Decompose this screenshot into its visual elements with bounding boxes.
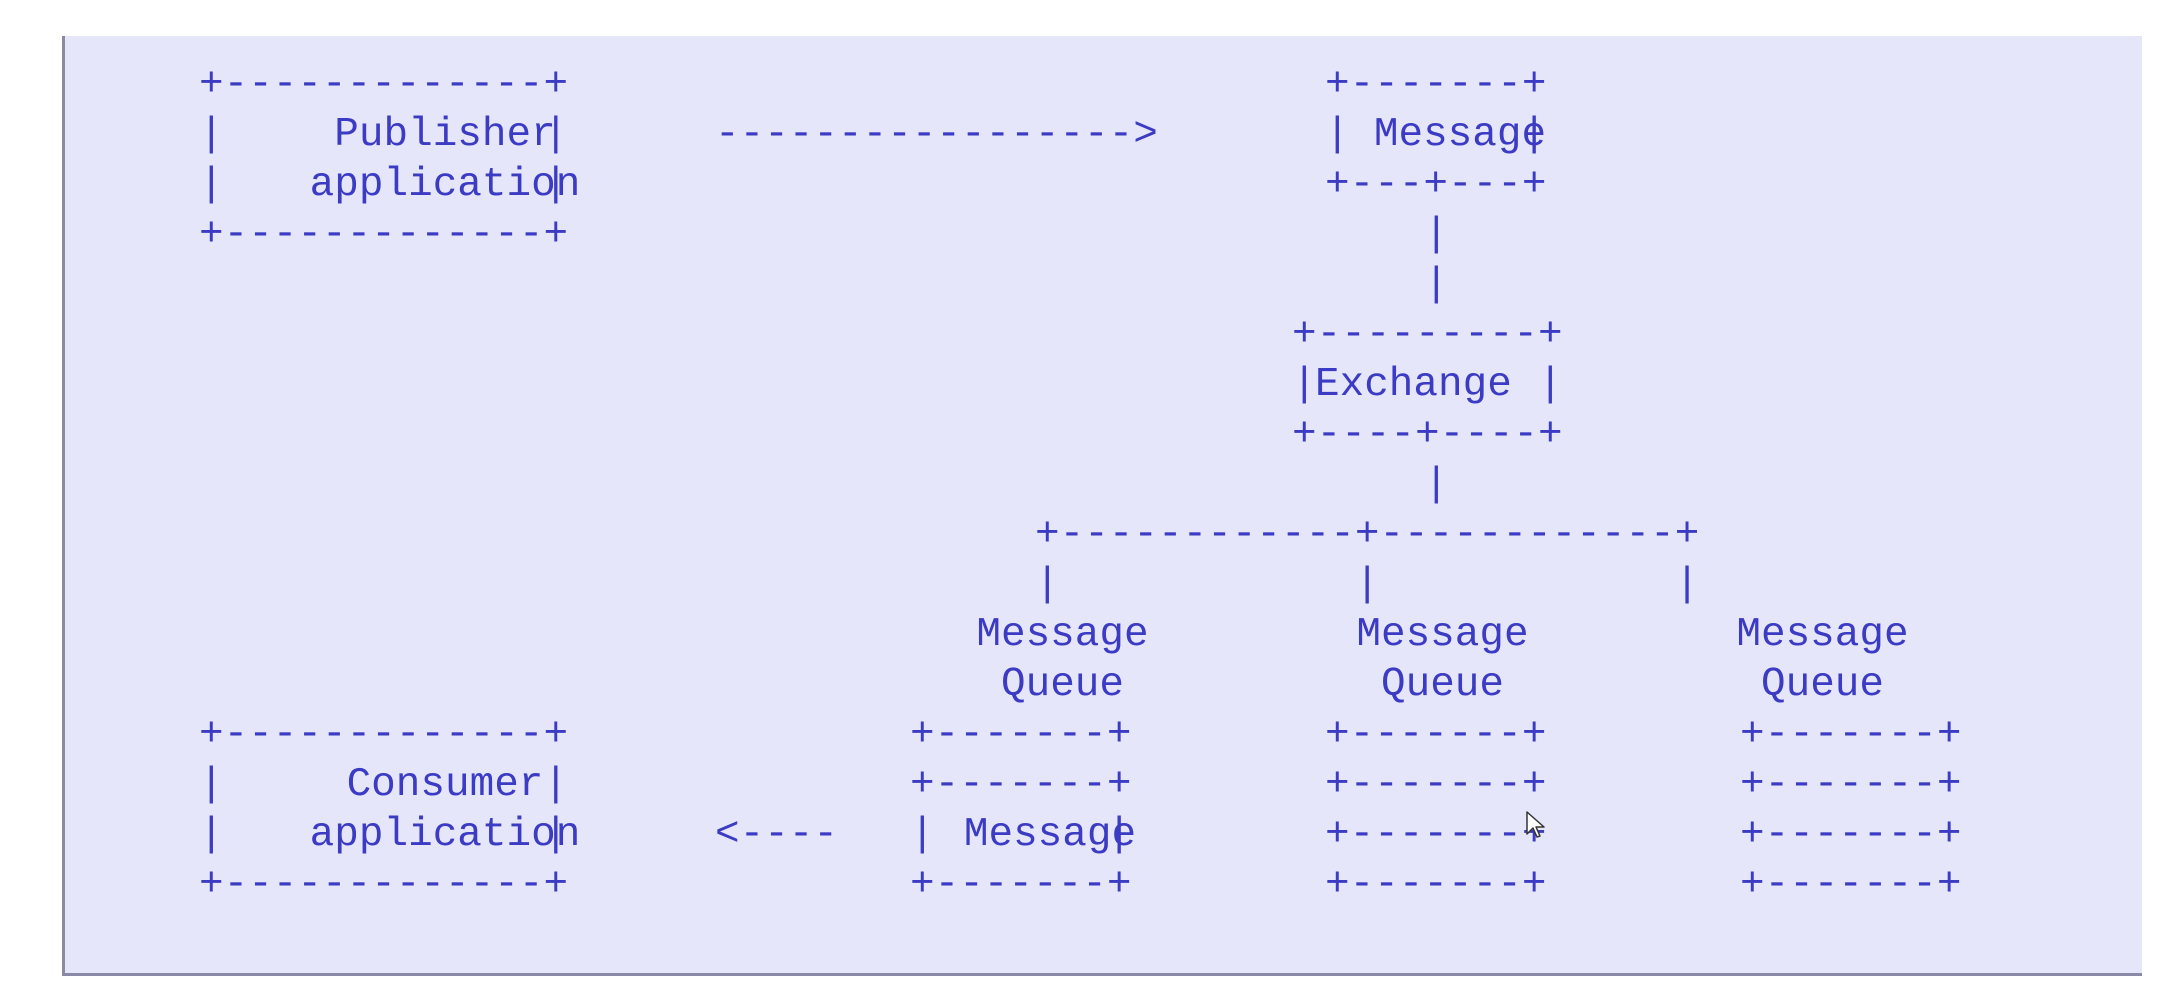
mouse-pointer-icon: [1526, 811, 1545, 838]
consumer-box-border: +-------------+ | | | | +-------------+: [199, 712, 569, 908]
queue-1-label-line2: Queue: [1000, 662, 1125, 708]
queue-3-stack: +-------+ +-------+ +-------+ +-------+: [1740, 712, 1962, 908]
publisher-box-border: +-------------+ | | | | +-------------+: [199, 62, 569, 258]
arrow-publisher-to-message: ----------------->: [715, 112, 1158, 158]
queue-2-stack: +-------+ +-------+ +-------+ +-------+: [1325, 712, 1547, 908]
fanout-line: +------------+------------+: [1035, 512, 1700, 558]
queue-2-label-line2: Queue: [1380, 662, 1505, 708]
queue-3-label-line2: Queue: [1760, 662, 1885, 708]
queue-1-label-line1: Message: [976, 612, 1149, 658]
exchange-label: Exchange: [1315, 362, 1512, 408]
consumer-label-line1: Consumer: [346, 762, 544, 808]
connector-message-exchange: | |: [1424, 212, 1449, 308]
message-top-label: Message: [1373, 112, 1547, 158]
publisher-label-line2: application: [309, 162, 581, 208]
consumer-label-line2: application: [309, 812, 581, 858]
message-box-top-border: +-------+ | | +---+---+: [1325, 62, 1547, 208]
queue-1-message-label: Message: [963, 812, 1137, 858]
queue-3-label-line1: Message: [1736, 612, 1909, 658]
exchange-box-border: +---------+ | | +----+----+: [1292, 312, 1563, 458]
publisher-label-line1: Publisher: [334, 112, 556, 158]
fanout-drops: | | |: [1035, 562, 1700, 608]
diagram-panel: +-------------+ | | | | +-------------+ …: [62, 36, 2142, 976]
connector-exchange-down: |: [1424, 462, 1449, 508]
queue-1-stack: +-------+ +-------+ | | +-------+: [910, 712, 1132, 908]
queue-2-label-line1: Message: [1356, 612, 1529, 658]
arrow-queue-to-consumer: <----: [715, 812, 839, 858]
